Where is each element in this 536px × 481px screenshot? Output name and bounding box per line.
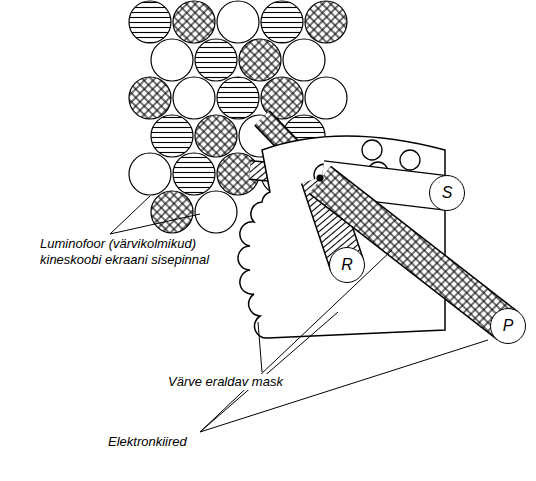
phosphor-dot: [173, 153, 215, 195]
leader-lines: [110, 196, 488, 432]
phosphor-dot: [173, 1, 215, 43]
mask-hole: [362, 140, 382, 160]
electron-gun: R: [329, 247, 365, 283]
gun-letter: R: [341, 256, 353, 274]
phosphor-dot: [173, 77, 215, 119]
phosphor-dot: [195, 39, 237, 81]
phosphor-dot: [195, 115, 237, 157]
phosphor-dot: [261, 1, 303, 43]
electron-gun: S: [429, 175, 465, 211]
phosphor-dot: [195, 191, 237, 233]
annotation-label: Luminofoor (värvikolmikud) kineskoobi ek…: [40, 236, 220, 268]
electron-gun: P: [490, 308, 526, 344]
annotation-label: Värve eraldav mask: [168, 374, 283, 390]
phosphor-dot: [305, 77, 347, 119]
phosphor-dot: [217, 77, 259, 119]
phosphor-dot: [217, 1, 259, 43]
phosphor-dot: [151, 115, 193, 157]
phosphor-dot: [305, 1, 347, 43]
phosphor-dot: [151, 191, 193, 233]
phosphor-dot: [129, 1, 171, 43]
gun-letter: S: [442, 184, 453, 202]
phosphor-dot: [151, 39, 193, 81]
phosphor-dot: [261, 77, 303, 119]
beam-outline: [320, 180, 508, 326]
phosphor-dot: [283, 39, 325, 81]
phosphor-dot: [239, 39, 281, 81]
annotation-label: Elektronkiired: [108, 434, 187, 450]
mask-hole: [400, 150, 420, 170]
beam-p: [320, 180, 508, 326]
phosphor-dot: [129, 153, 171, 195]
phosphor-dot: [129, 77, 171, 119]
gun-letter: P: [503, 317, 514, 335]
beam-crossing-dot: [317, 175, 324, 182]
